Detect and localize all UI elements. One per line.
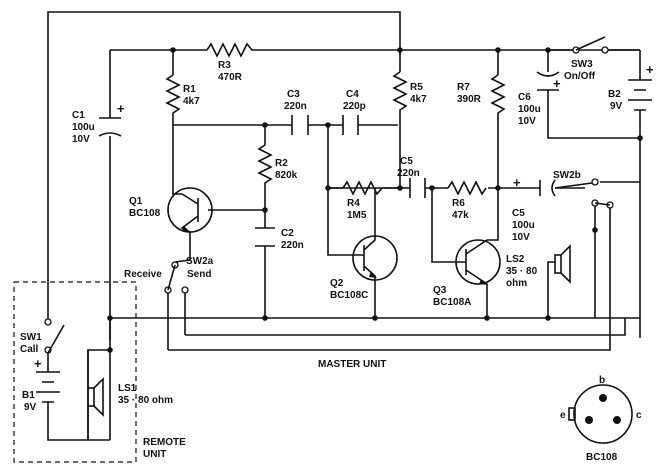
q1-ref: Q1 <box>129 196 143 207</box>
sw2a-send-label: Send <box>187 269 211 280</box>
c5b-ref: C5 <box>512 208 525 219</box>
b1-value: 9V <box>24 402 37 413</box>
c3-ref: C3 <box>287 89 300 100</box>
r3-ref: R3 <box>218 60 231 71</box>
pin-c-label: c <box>636 410 642 421</box>
resistor-r5: R5 4k7 <box>392 71 427 112</box>
sw2b-ref: SW2b <box>553 170 581 181</box>
c6-plus: + <box>553 76 561 91</box>
c5b-value2: 10V <box>512 232 530 243</box>
ls1-ref: LS1 <box>118 383 137 394</box>
c6-ref: C6 <box>518 92 531 103</box>
r1-value: 4k7 <box>183 96 200 107</box>
c5b-value1: 100u <box>512 220 535 231</box>
r4-value: 1M5 <box>347 210 367 221</box>
wires <box>47 11 641 441</box>
c6-value2: 10V <box>518 116 536 127</box>
capacitor-c3: C3 220n <box>284 89 309 135</box>
c5a-value: 220n <box>397 168 420 179</box>
c3-value: 220n <box>284 101 307 112</box>
switch-sw2a: SW2a Receive Send <box>124 256 214 318</box>
switch-sw3: SW3 On/Off <box>548 36 640 82</box>
r3-value: 470R <box>218 72 243 83</box>
remote-unit-boundary <box>13 281 137 463</box>
r2-value: 820k <box>275 170 298 181</box>
junctions <box>107 47 643 353</box>
bc108-pinout-diagram: b e c BC108 <box>560 375 642 463</box>
c6-value1: 100u <box>518 104 541 115</box>
resistor-r1: R1 4k7 <box>165 74 200 115</box>
c5b-plus: + <box>513 175 521 190</box>
sw1-label: Call <box>20 344 39 355</box>
resistor-r7: R7 390R <box>457 74 506 115</box>
ls2-value1: 35 · 80 <box>506 266 538 277</box>
switch-sw2b: SW2b <box>553 170 614 209</box>
c4-ref: C4 <box>346 89 359 100</box>
remote-unit-label-1: REMOTE <box>143 437 186 448</box>
capacitor-c2: C2 220n <box>255 227 304 251</box>
resistor-r3: R3 470R <box>206 42 258 83</box>
loudspeaker-ls1-icon: LS1 35 · 80 ohm <box>87 350 173 440</box>
q3-ref: Q3 <box>433 285 447 296</box>
r6-value: 47k <box>452 210 469 221</box>
sw1-ref: SW1 <box>20 332 42 343</box>
transistor-q2: Q2 BC108C <box>330 235 398 301</box>
capacitor-c5a: C5 220n <box>397 156 426 198</box>
sw2a-receive-label: Receive <box>124 269 162 280</box>
c5a-ref: C5 <box>400 156 413 167</box>
ls2-ref: LS2 <box>506 254 525 265</box>
capacitor-c6: + C6 100u 10V <box>518 71 561 128</box>
q2-type: BC108C <box>330 290 368 301</box>
transistor-q1: Q1 BC108 <box>129 187 213 233</box>
capacitor-c4: C4 220p <box>342 89 366 135</box>
c1-plus: + <box>117 101 125 116</box>
remote-unit-label-2: UNIT <box>143 449 166 460</box>
c2-ref: C2 <box>281 228 294 239</box>
ls2-value2: ohm <box>506 278 527 289</box>
b2-plus: + <box>646 62 654 77</box>
sw3-label: On/Off <box>564 71 596 82</box>
pinout-device-label: BC108 <box>586 452 618 463</box>
ls1-value: 35 · 80 ohm <box>118 395 173 406</box>
sw3-ref: SW3 <box>571 59 593 70</box>
c1-value1: 100u <box>72 122 95 133</box>
loudspeaker-ls2-icon: LS2 35 · 80 ohm <box>506 244 571 289</box>
b2-value: 9V <box>610 101 623 112</box>
resistor-r2: R2 820k <box>257 144 298 185</box>
r4-ref: R4 <box>347 198 360 209</box>
sw2a-ref: SW2a <box>186 256 214 267</box>
r1-ref: R1 <box>183 84 196 95</box>
master-unit-label: MASTER UNIT <box>318 359 386 370</box>
q2-ref: Q2 <box>330 278 344 289</box>
pin-e-label: e <box>560 410 566 421</box>
b1-plus: + <box>34 356 42 371</box>
r5-ref: R5 <box>410 82 423 93</box>
r2-ref: R2 <box>275 158 288 169</box>
r5-value: 4k7 <box>410 94 427 105</box>
q1-type: BC108 <box>129 208 161 219</box>
capacitor-c5b: + C5 100u 10V <box>512 175 556 243</box>
transistor-q3: Q3 BC108A <box>433 235 501 308</box>
q3-type: BC108A <box>433 297 471 308</box>
b1-ref: B1 <box>22 390 35 401</box>
r7-ref: R7 <box>457 82 470 93</box>
r6-ref: R6 <box>452 198 465 209</box>
r7-value: 390R <box>457 94 482 105</box>
resistor-r6: R6 47k <box>447 180 487 221</box>
pin-b-label: b <box>599 375 605 386</box>
switch-sw1: SW1 Call <box>20 318 65 355</box>
resistor-r4: R4 1M5 <box>342 180 383 221</box>
capacitor-c1: + C1 100u 10V <box>72 101 125 145</box>
b2-ref: B2 <box>608 89 621 100</box>
battery-b1: + B1 9V <box>22 356 60 413</box>
c4-value: 220p <box>343 101 366 112</box>
c1-ref: C1 <box>72 110 85 121</box>
c2-value: 220n <box>281 240 304 251</box>
battery-b2: + B2 9V <box>608 62 654 118</box>
c1-value2: 10V <box>72 134 90 145</box>
